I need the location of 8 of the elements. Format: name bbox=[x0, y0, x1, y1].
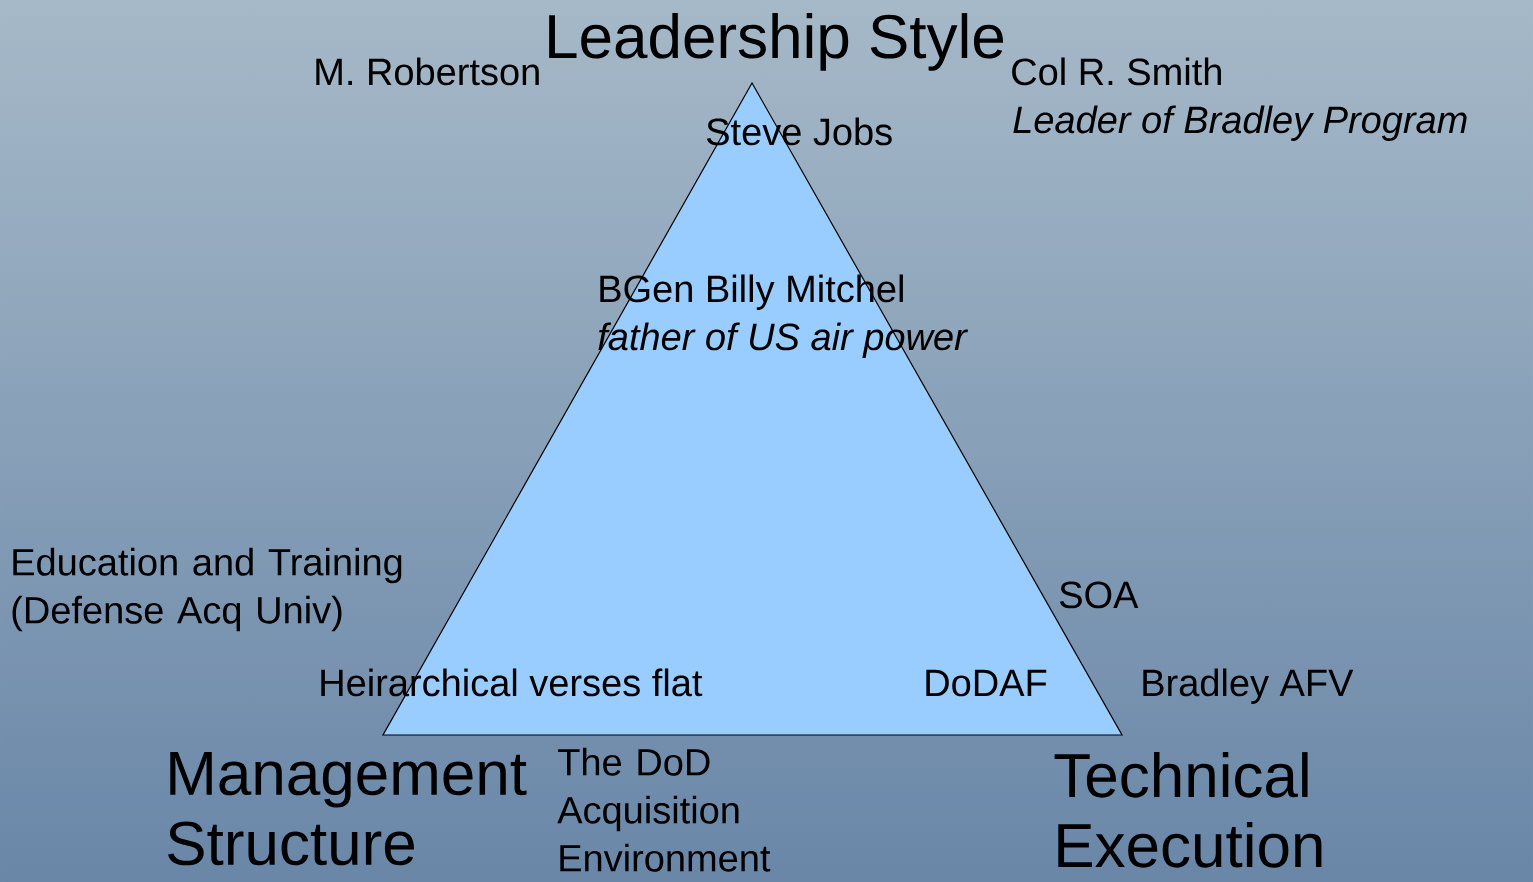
label: Col R. Smith bbox=[1012, 57, 1221, 86]
label: DoDAF bbox=[926, 669, 1047, 697]
label: Leader of Bradley Program bbox=[1013, 105, 1467, 141]
label: Education and Training (Defense Acq Univ) bbox=[12, 547, 402, 632]
label: Management Structure bbox=[168, 752, 527, 866]
label: M. Robertson bbox=[316, 57, 539, 86]
label: SOA bbox=[1059, 581, 1139, 609]
label: Technical Execution bbox=[1054, 752, 1322, 868]
